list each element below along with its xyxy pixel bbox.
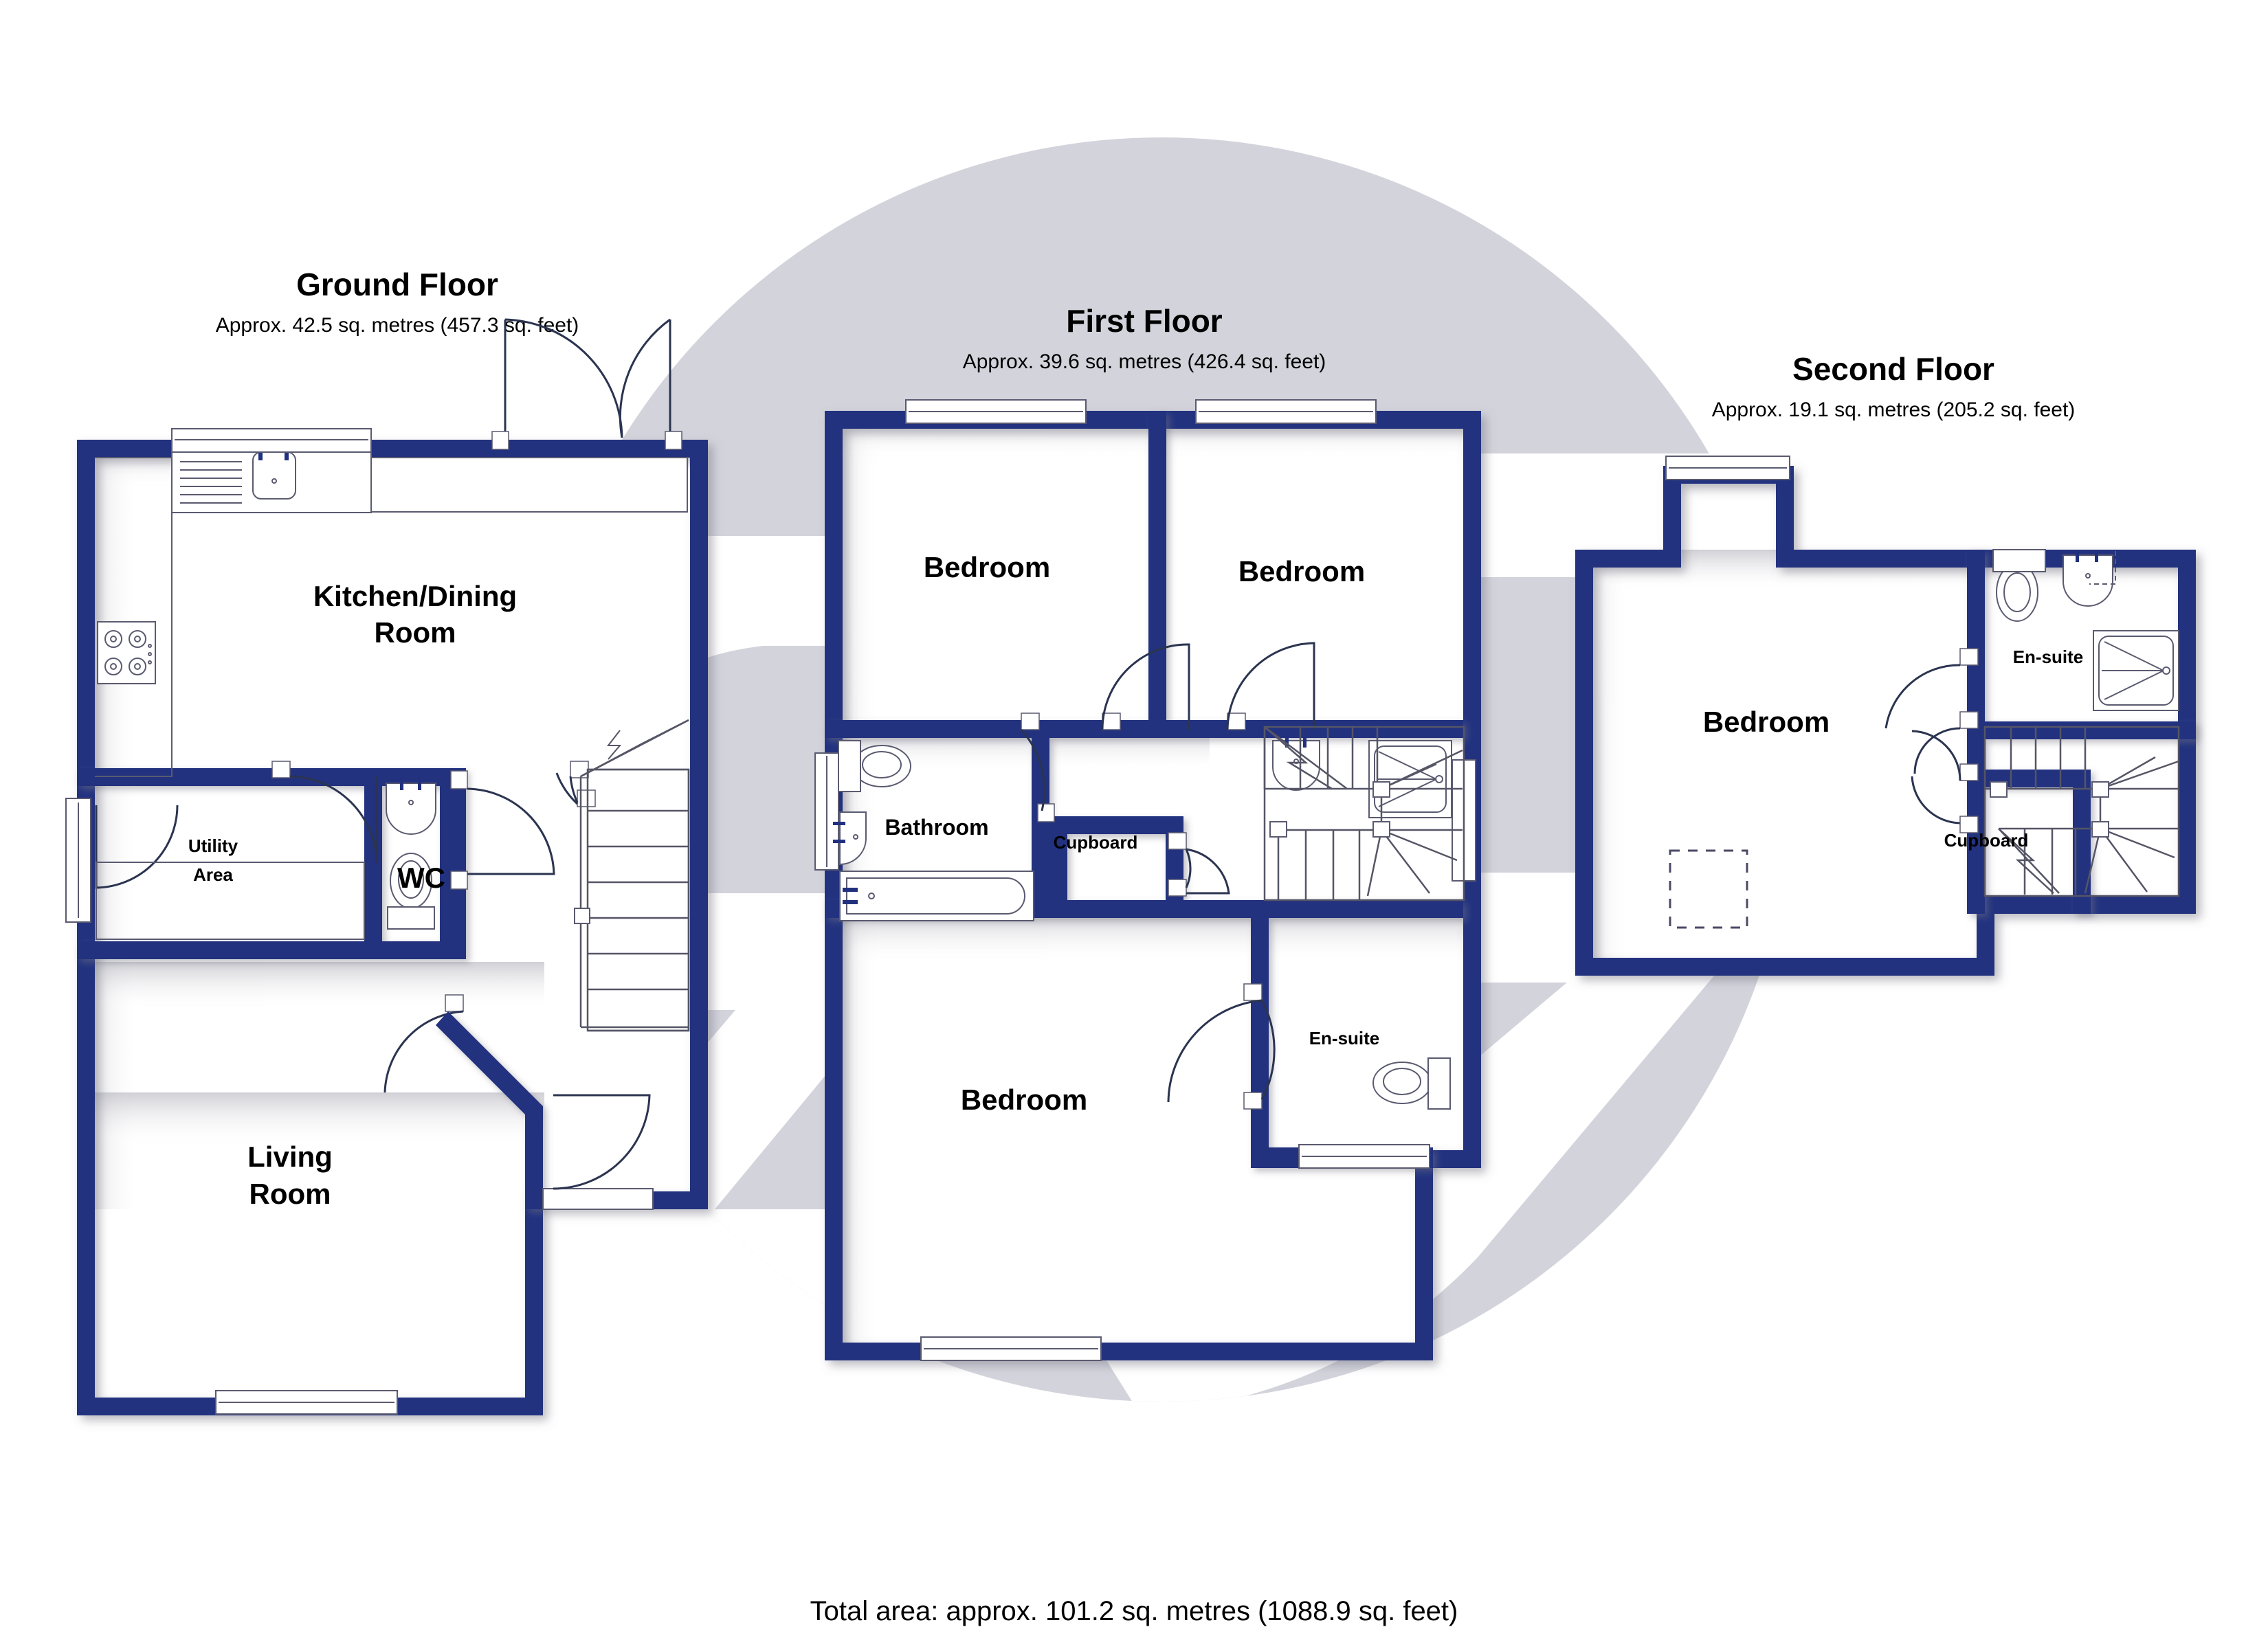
kitchen-window	[171, 428, 372, 453]
first-floor-walls	[825, 411, 1481, 1360]
second-en-suite-label: En-suite	[2013, 647, 2084, 667]
hob-icon	[97, 621, 156, 684]
front-door[interactable]	[542, 1094, 654, 1210]
ground-floor-internal-walls	[77, 768, 466, 959]
stair-newel-posts	[1269, 781, 1390, 838]
bedroom-rear-door[interactable]	[1167, 983, 1276, 1110]
second-en-suite-basin-icon	[2063, 550, 2116, 607]
bathroom-bath-icon	[839, 871, 1034, 921]
second-en-suite-door[interactable]	[1885, 648, 1979, 729]
kitchen-dining-room-label-line1: Kitchen/Dining	[313, 580, 517, 612]
bathroom-toilet-icon	[838, 740, 911, 792]
bedroom-front-right-window	[1195, 399, 1377, 424]
stair-newel-posts	[1990, 781, 2109, 838]
utility-external-door[interactable]	[65, 798, 179, 923]
first-floor-title: First Floor	[1066, 303, 1223, 339]
second-floor-plan: Second Floor Approx. 19.1 sq. metres (20…	[1575, 351, 2196, 976]
en-suite-basin-icon	[1272, 735, 1320, 791]
bathroom-door[interactable]	[1020, 713, 1055, 822]
ground-floor-plan: Ground Floor Approx. 42.5 sq. metres (45…	[65, 267, 708, 1415]
wc-door[interactable]	[450, 770, 555, 890]
second-cupboard-door[interactable]	[1911, 711, 1979, 833]
en-suite-shower-tray-icon	[1368, 740, 1452, 818]
cupboard-label: Cupboard	[1054, 832, 1138, 853]
ground-floor-area: Approx. 42.5 sq. metres (457.3 sq. feet)	[216, 314, 579, 337]
en-suite-label: En-suite	[1309, 1028, 1380, 1048]
bedroom-front-left-label: Bedroom	[924, 551, 1050, 583]
living-room-label-line1: Living	[247, 1141, 333, 1173]
bathroom-label: Bathroom	[885, 815, 988, 840]
loft-hatch-dashed-icon	[1669, 849, 1748, 929]
kitchen-dining-room-label-line2: Room	[375, 616, 456, 649]
en-suite-toilet-icon	[1372, 1057, 1451, 1110]
living-room-window	[215, 1390, 398, 1415]
cupboard-door[interactable]	[1168, 832, 1230, 897]
second-bedroom-label: Bedroom	[1703, 706, 1830, 738]
staircase-icon	[1263, 726, 1465, 901]
second-floor-area: Approx. 19.1 sq. metres (205.2 sq. feet)	[1712, 399, 2076, 421]
bedroom-front-right-label: Bedroom	[1238, 555, 1365, 587]
angled-wall-segment	[436, 1011, 543, 1209]
first-floor-plan: First Floor Approx. 39.6 sq. metres (426…	[814, 303, 1481, 1361]
french-doors[interactable]	[504, 318, 671, 440]
bathroom-window	[814, 752, 839, 871]
second-floor-slab	[1575, 466, 2196, 976]
utility-area-label-line2: Area	[193, 864, 233, 885]
utility-worktop	[96, 862, 365, 940]
second-floor-bedroom-window	[1665, 456, 1790, 480]
ground-floor-title: Ground Floor	[296, 267, 498, 302]
bedroom-rear-label: Bedroom	[961, 1084, 1087, 1116]
total-area-label: Total area: approx. 101.2 sq. metres (10…	[810, 1596, 1458, 1626]
wc-label: WC	[397, 862, 445, 894]
bedroom-rear-window	[920, 1336, 1102, 1361]
bathroom-basin-icon	[833, 811, 867, 866]
utility-door[interactable]	[271, 761, 378, 864]
staircase-icon	[579, 719, 690, 1032]
door-jamb	[491, 431, 509, 450]
bedroom-front-right-door[interactable]	[1226, 642, 1315, 730]
bedroom-front-left-window	[905, 399, 1087, 424]
staircase-icon	[1983, 726, 2180, 897]
first-floor-area: Approx. 39.6 sq. metres (426.4 sq. feet)	[963, 350, 1326, 373]
bedroom-front-left-door[interactable]	[1101, 643, 1190, 730]
door-jamb	[665, 431, 682, 450]
utility-area-label-line1: Utility	[188, 835, 238, 856]
second-cupboard-label: Cupboard	[1944, 830, 2029, 851]
second-en-suite-shower-tray-icon	[2093, 630, 2179, 711]
living-room-label-line2: Room	[249, 1178, 331, 1210]
second-en-suite-toilet-icon	[1992, 549, 2046, 622]
stair-newel	[574, 908, 590, 924]
wc-toilet-icon	[387, 853, 435, 930]
wc-basin-icon	[386, 778, 436, 835]
second-floor-title: Second Floor	[1792, 351, 1994, 387]
en-suite-window	[1298, 1144, 1430, 1169]
